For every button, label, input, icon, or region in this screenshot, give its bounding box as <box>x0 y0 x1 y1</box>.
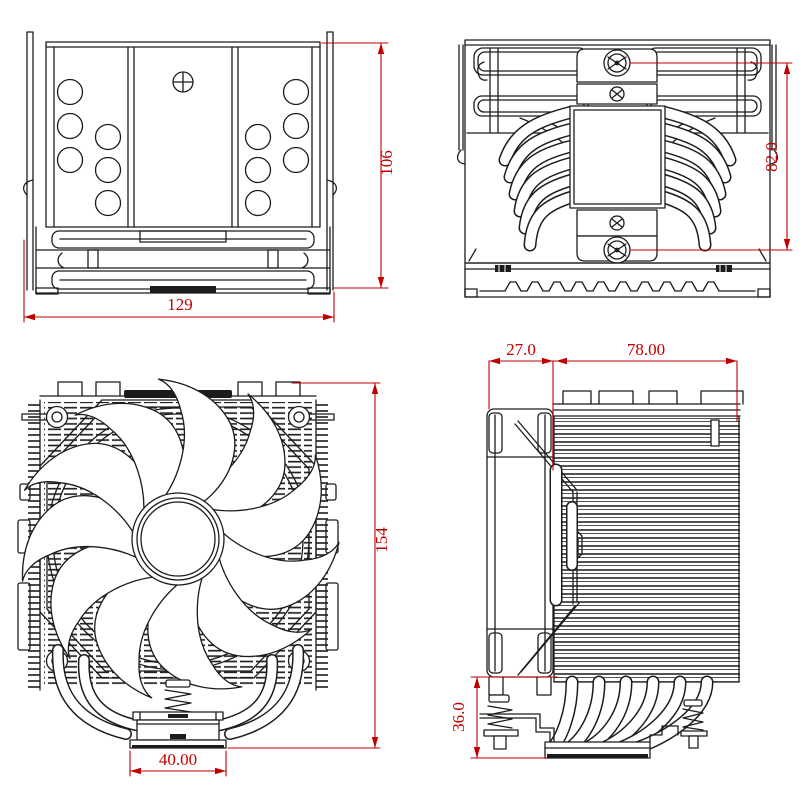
fan-hub <box>131 492 225 586</box>
dim-label-82: 82.0 <box>762 142 781 172</box>
heatsink-top-cap <box>552 390 744 417</box>
dim-front-height: 154 <box>227 382 391 749</box>
dim-label-27: 27.0 <box>506 340 536 359</box>
center-retention-plate <box>569 48 666 264</box>
screw-icon <box>609 86 625 102</box>
base-assembly <box>51 644 305 749</box>
dim-body-depth: 78.00 <box>552 340 738 422</box>
dimensions: 106 129 82.0 154 <box>23 42 793 777</box>
fan <box>0 358 355 716</box>
screw-icon <box>603 236 631 264</box>
heatpipe-bends <box>544 675 714 757</box>
heatpipe-holes <box>56 78 310 217</box>
dim-fan-depth: 27.0 <box>488 340 554 471</box>
spring-screw-right <box>680 699 708 749</box>
base-bracket <box>464 248 771 298</box>
fan-profile <box>486 408 554 696</box>
screw-icon <box>603 49 631 77</box>
spring-screw <box>159 679 197 714</box>
dim-label-36: 36.0 <box>449 702 468 732</box>
dim-base-height: 36.0 <box>449 676 558 759</box>
spring-screw-left <box>483 694 519 750</box>
side-view <box>479 390 744 759</box>
dim-label-106: 106 <box>377 150 396 176</box>
dim-hole-pitch: 82.0 <box>629 62 793 251</box>
top-view <box>22 31 338 295</box>
dim-top-height: 106 <box>321 42 396 289</box>
dim-label-154: 154 <box>372 527 391 553</box>
front-view <box>0 358 355 749</box>
dim-label-40: 40.00 <box>159 750 197 769</box>
heatpipes <box>498 105 737 252</box>
screw-icon <box>609 215 625 231</box>
dim-label-129: 129 <box>167 295 193 314</box>
mounting-base <box>479 694 708 759</box>
dim-base-width: 40.00 <box>129 750 227 777</box>
dim-label-78: 78.00 <box>627 340 665 359</box>
fan-clip-bracket <box>35 226 331 295</box>
bottom-view <box>456 39 779 298</box>
fin-stack <box>549 415 740 683</box>
screw-icon <box>172 71 194 93</box>
dim-top-width: 129 <box>23 239 335 323</box>
